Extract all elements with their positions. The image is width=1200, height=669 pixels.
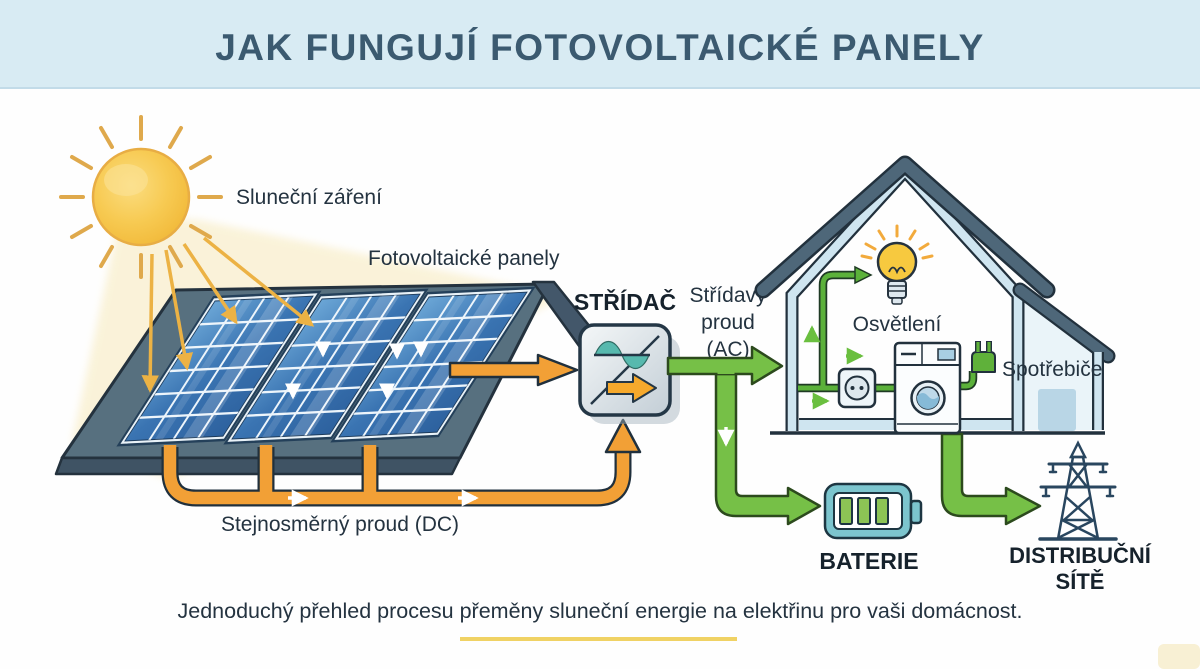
dc-to-inverter-arrow	[448, 353, 579, 387]
battery-icon	[823, 482, 923, 540]
grid-label-line1: DISTRIBUČNÍ	[1009, 543, 1152, 568]
ac-label-line3: (AC)	[706, 338, 749, 361]
corner-accent	[1158, 644, 1200, 669]
caption-text: Jednoduchý přehled procesu přeměny slune…	[178, 599, 1023, 623]
inverter-label: STŘÍDAČ	[574, 288, 676, 315]
lighting-label: Osvětlení	[853, 313, 942, 336]
washing-machine-icon	[893, 341, 962, 435]
garage-door	[1038, 389, 1076, 431]
sun-rays	[59, 115, 223, 279]
ac-arrows	[666, 345, 1042, 526]
solar-panel-2	[223, 288, 429, 445]
house-roof	[757, 158, 1053, 296]
ac-to-battery-arrow	[714, 372, 822, 526]
electron-flow-arrows	[285, 341, 429, 400]
arrow-junction	[717, 360, 735, 374]
power-outlet-icon	[837, 367, 877, 409]
sun-radiation-arrows	[141, 236, 315, 393]
inverter	[578, 323, 680, 424]
garage-roof	[1014, 284, 1114, 362]
header: JAK FUNGUJÍ FOTOVOLTAICKÉ PANELY	[0, 0, 1200, 89]
sun-radiation-label: Sluneční záření	[236, 186, 382, 209]
bulb-rays	[860, 224, 934, 260]
dc-label: Stejnosměrný proud (DC)	[221, 513, 459, 536]
page-title: JAK FUNGUJÍ FOTOVOLTAICKÉ PANELY	[215, 27, 985, 68]
wire-arrowhead	[854, 265, 873, 285]
solar-panel-1	[116, 290, 322, 447]
dc-wiring	[161, 418, 642, 507]
grid-label: DISTRIBUČNÍ SÍTĚ	[1009, 543, 1152, 594]
plug-icon	[971, 341, 996, 373]
sun-icon	[59, 115, 223, 279]
lightbulb-icon	[860, 224, 934, 305]
dc-up-arrowhead	[604, 418, 642, 454]
grid-label-line2: SÍTĚ	[1056, 569, 1105, 594]
washer-water	[917, 393, 939, 409]
ac-label: Střídavý proud (AC)	[689, 284, 767, 361]
grid-tower-icon	[1038, 440, 1118, 541]
wire-flow-chevrons	[803, 325, 864, 410]
sine-wave-icon	[594, 340, 650, 370]
dc-arrow-icon	[606, 373, 657, 403]
pv-panels-label: Fotovoltaické panely	[368, 247, 560, 270]
battery-terminal	[909, 499, 923, 525]
appliances-label: Spotřebiče	[1002, 358, 1102, 381]
ac-label-line2: proud	[701, 311, 755, 334]
ac-label-line1: Střídavý	[689, 284, 767, 307]
washer-display	[937, 348, 956, 361]
battery-label: BATERIE	[819, 548, 918, 574]
header-background	[0, 0, 1200, 88]
house-to-grid-arrow	[940, 432, 1042, 526]
